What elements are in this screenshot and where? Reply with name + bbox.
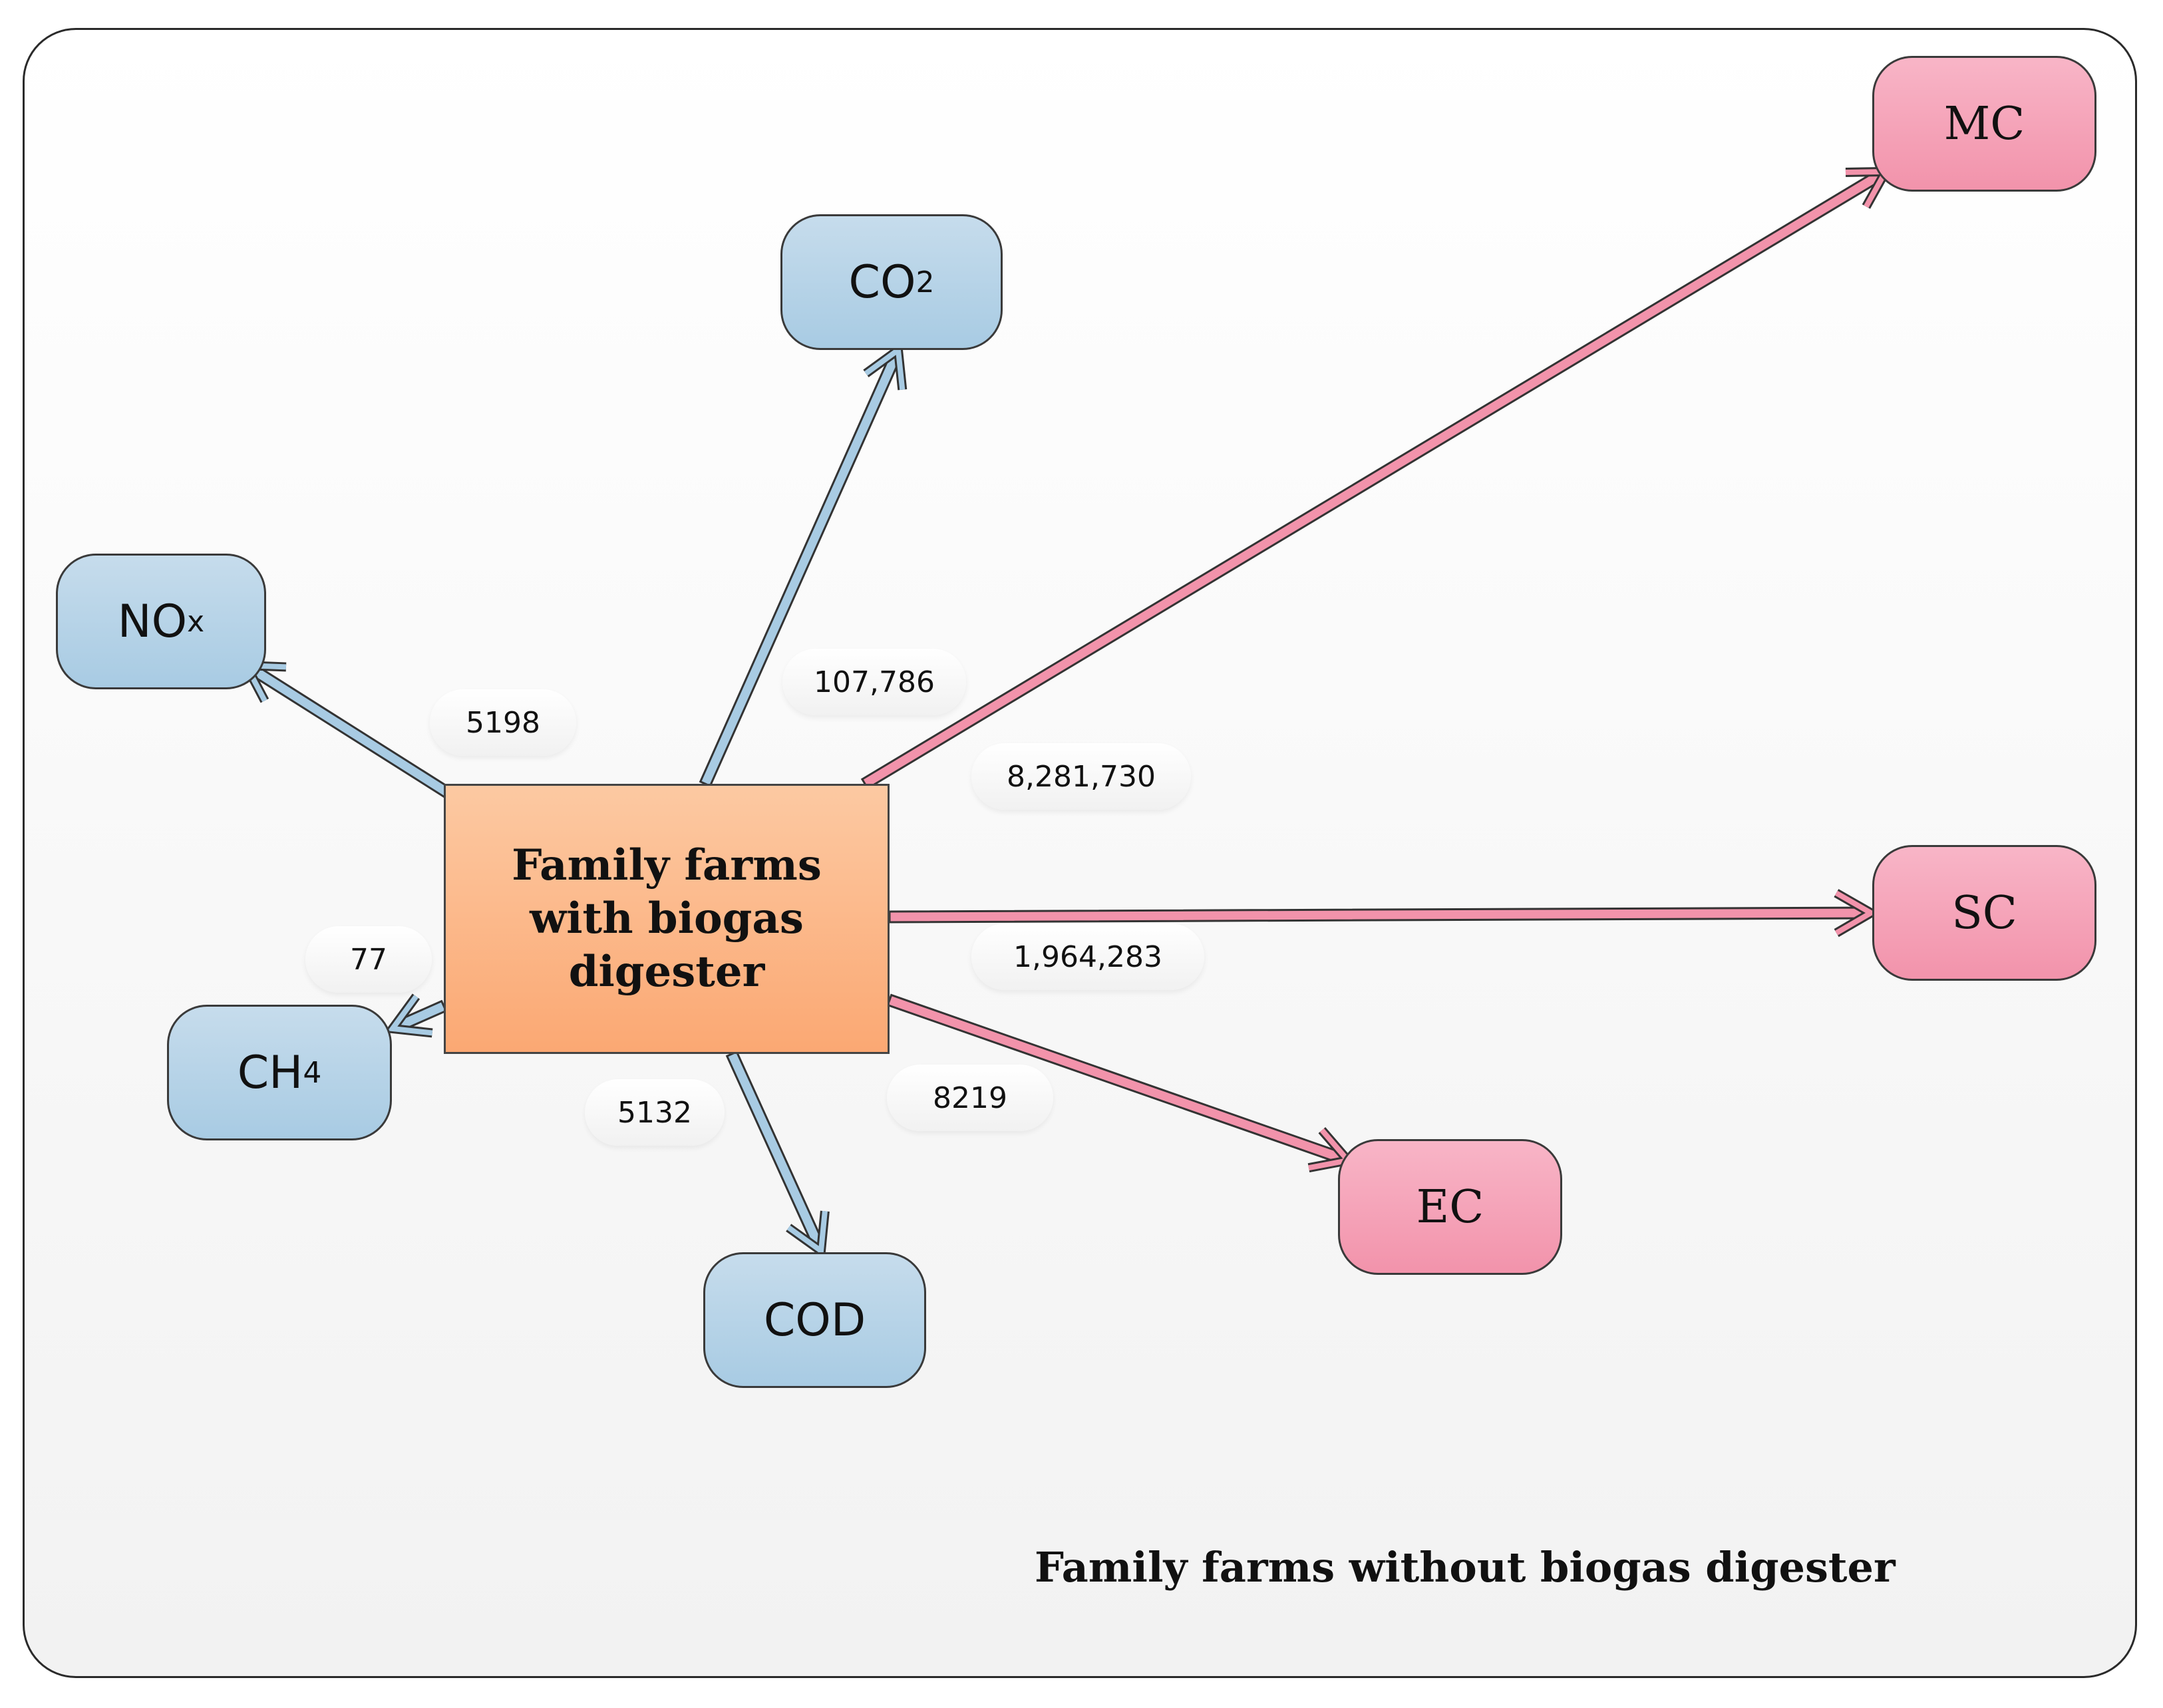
edge-arrow-mc [860, 166, 1894, 790]
node-nox-subscript: x [187, 604, 205, 639]
edge-value-sc: 1,964,283 [971, 924, 1204, 990]
diagram-frame [23, 28, 2137, 1678]
node-ch4-subscript: 4 [303, 1055, 322, 1090]
node-ch4-label: CH [237, 1046, 303, 1099]
edge-value-ch4: 77 [305, 926, 432, 993]
edge-head-sc [1834, 890, 1877, 936]
edge-value-nox: 5198 [430, 689, 576, 756]
edge-head-cod [786, 1210, 828, 1256]
edge-arrow-ch4 [384, 993, 448, 1038]
center-node: Family farms with biogas digester [444, 784, 890, 1054]
node-mc-label: MC [1943, 97, 2025, 150]
node-cod: COD [703, 1252, 926, 1388]
edge-arrow-co2 [699, 341, 908, 788]
edge-arrow-nox [238, 660, 457, 802]
edge-arrow-cod [725, 1050, 830, 1260]
node-sc-label: SC [1951, 886, 2017, 939]
edge-head-ch4 [387, 995, 433, 1036]
node-co2-label: CO [848, 256, 916, 309]
edge-shaft-nox [244, 661, 457, 802]
caption: Family farms without biogas digester [1035, 1542, 1896, 1592]
edge-value-co2: 107,786 [782, 649, 966, 715]
node-mc: MC [1872, 56, 2096, 192]
node-nox-label: NO [117, 595, 188, 648]
node-co2-subscript: 2 [915, 265, 935, 299]
edge-shaft-mc [860, 167, 1888, 790]
edge-value-mc: 8,281,730 [971, 743, 1191, 810]
edge-value-cod: 5132 [585, 1079, 725, 1146]
edge-shaft-sc [888, 906, 1870, 924]
node-ec-label: EC [1416, 1180, 1484, 1234]
edge-value-ec: 8219 [887, 1065, 1053, 1131]
edge-head-co2 [864, 345, 906, 391]
node-ec: EC [1338, 1139, 1562, 1275]
node-sc: SC [1872, 845, 2096, 981]
edge-shaft-co2 [699, 349, 904, 788]
node-cod-label: COD [763, 1293, 866, 1347]
edge-shaft-cod [725, 1050, 826, 1252]
